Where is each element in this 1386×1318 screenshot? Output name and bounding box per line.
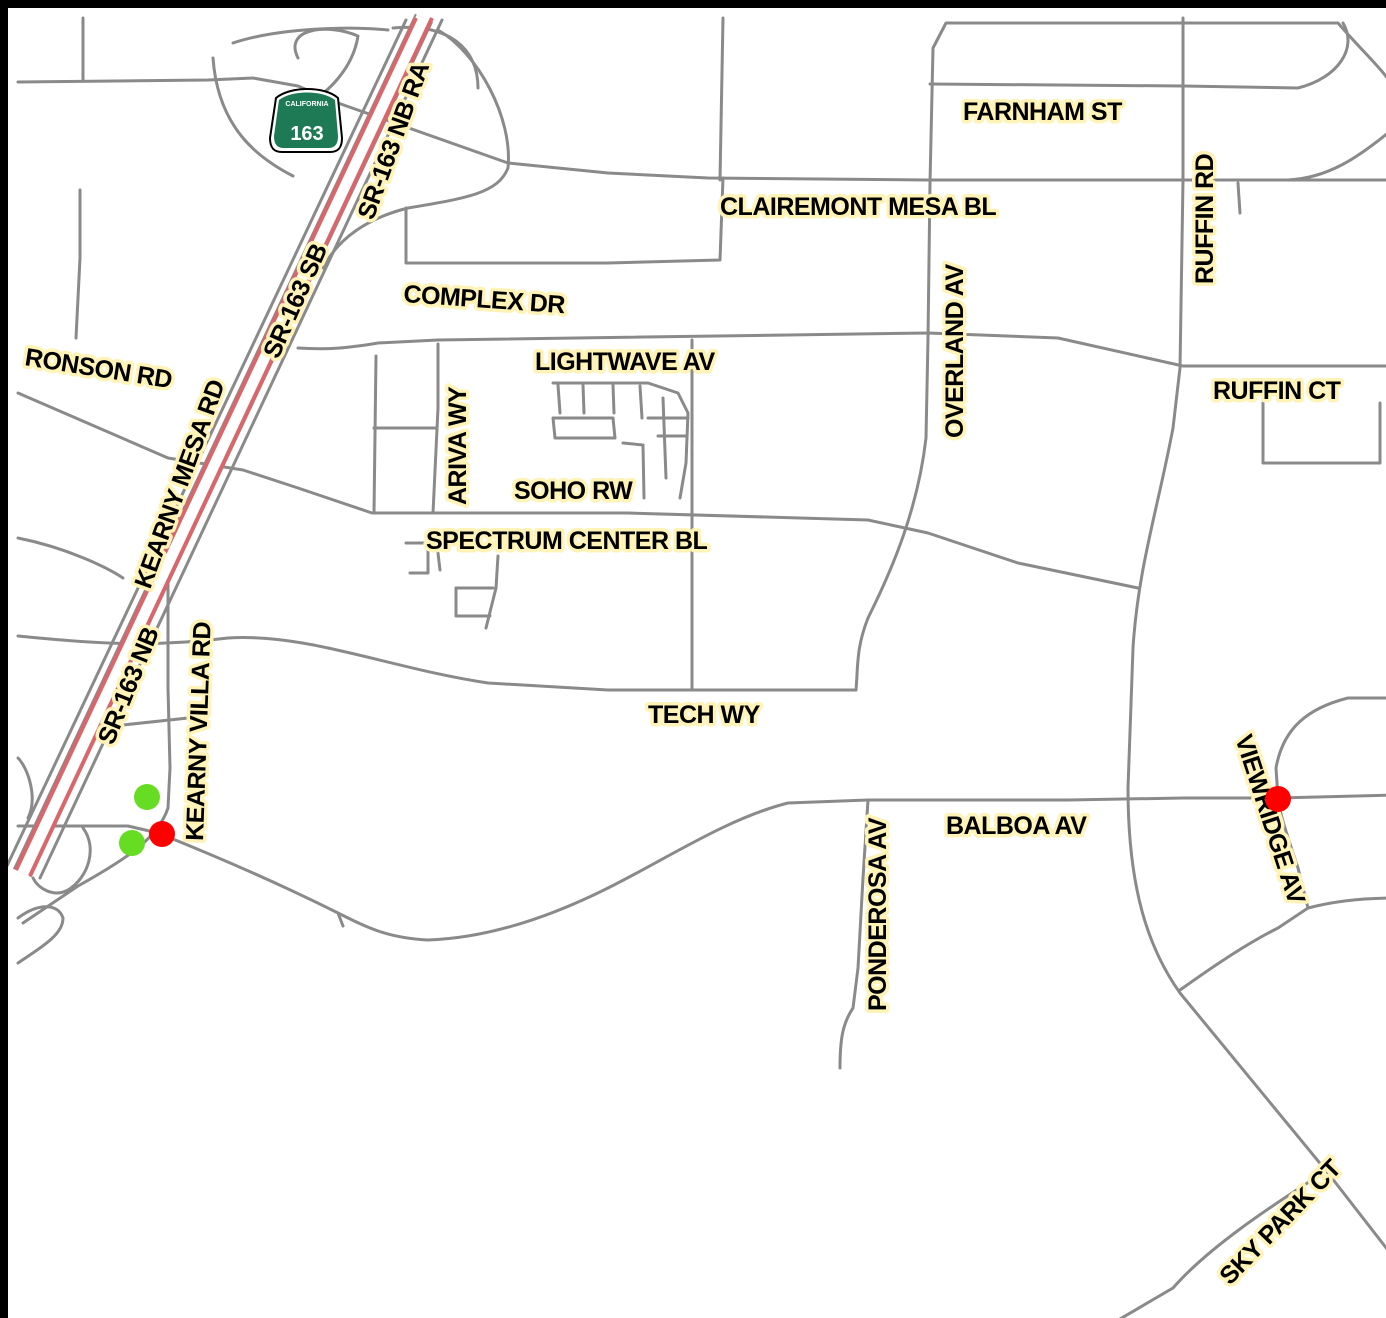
green-marker[interactable]: [134, 784, 160, 810]
label-ruffin-rd: RUFFIN RD: [1191, 154, 1219, 284]
label-ruffin-ct: RUFFIN CT: [1213, 377, 1341, 405]
label-overland-av: OVERLAND AV: [941, 264, 969, 439]
red-marker[interactable]: [149, 821, 175, 847]
street-labels: FARNHAM ST CLAIREMONT MESA BL COMPLEX DR…: [20, 55, 1351, 1294]
label-ariva-wy: ARIVA WY: [444, 386, 472, 505]
label-ponderosa-av: PONDEROSA AV: [864, 817, 892, 1011]
label-viewridge-av: VIEWRIDGE AV: [1229, 731, 1310, 908]
label-sr-163-sb: SR-163 SB: [258, 240, 333, 363]
shield-state-text: CALIFORNIA: [285, 101, 328, 108]
label-tech-wy: TECH WY: [648, 701, 761, 729]
street-map: CALIFORNIA 163 FARNHAM ST CLAIREMONT MES…: [8, 13, 1386, 1318]
freeway-sr163: [8, 13, 444, 880]
label-lightwave-av: LIGHTWAVE AV: [535, 348, 715, 376]
street-network: [16, 16, 1386, 1318]
label-ronson-rd: RONSON RD: [23, 343, 174, 394]
red-marker[interactable]: [1265, 786, 1291, 812]
shield-route-number: 163: [290, 123, 323, 145]
label-kearny-villa-rd: KEARNY VILLA RD: [181, 621, 217, 841]
label-spectrum-center-bl: SPECTRUM CENTER BL: [426, 527, 708, 555]
label-soho-rw: SOHO RW: [514, 477, 633, 505]
markers: [119, 784, 1291, 856]
california-route-163-shield-icon: CALIFORNIA 163: [268, 88, 344, 153]
label-balboa-av: BALBOA AV: [946, 812, 1087, 840]
green-marker[interactable]: [119, 830, 145, 856]
label-farnham-st: FARNHAM ST: [963, 98, 1122, 126]
label-sky-park-ct: SKY PARK CT: [1214, 1154, 1347, 1290]
label-clairemont-mesa-bl: CLAIREMONT MESA BL: [720, 193, 996, 221]
label-complex-dr: COMPLEX DR: [403, 280, 567, 319]
